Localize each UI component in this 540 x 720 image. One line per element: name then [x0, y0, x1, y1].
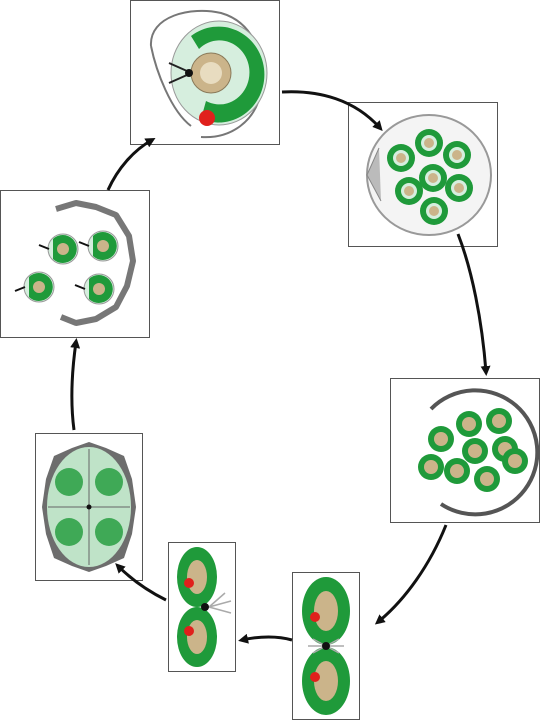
- arrow-cyst-to-opening: [456, 233, 491, 376]
- mature-cell-illustration: [149, 9, 268, 139]
- daughter-cells: [387, 129, 473, 225]
- arrow-pair-right-to-pair-left: [238, 633, 293, 644]
- arrow-opening-to-pair-right: [374, 524, 448, 625]
- released-young-cells-illustration: [14, 200, 136, 326]
- panel-mature-cell: [130, 0, 280, 145]
- four-cell-cyst-illustration: [42, 442, 136, 572]
- arrow-four-cell-to-released: [70, 338, 81, 431]
- released-cells-in-cyst: [418, 408, 528, 492]
- panel-four-cell-cyst: [35, 433, 143, 581]
- opening-cyst-illustration: [418, 388, 539, 517]
- dividing-pair-right-illustration: [302, 577, 350, 715]
- panel-opening-cyst: [390, 378, 540, 523]
- arrow-mature-to-cyst: [281, 90, 383, 131]
- panel-dividing-pair-right: [292, 572, 360, 720]
- panel-released-young-cells: [0, 190, 150, 338]
- dividing-pair-left-illustration: [177, 547, 232, 667]
- arrow-released-to-mature: [106, 138, 156, 191]
- young-cells: [14, 230, 119, 305]
- panel-dividing-pair-left: [168, 542, 236, 672]
- cyst-daughter-cells-illustration: [366, 114, 492, 236]
- arrow-pair-left-to-four-cell: [115, 563, 167, 602]
